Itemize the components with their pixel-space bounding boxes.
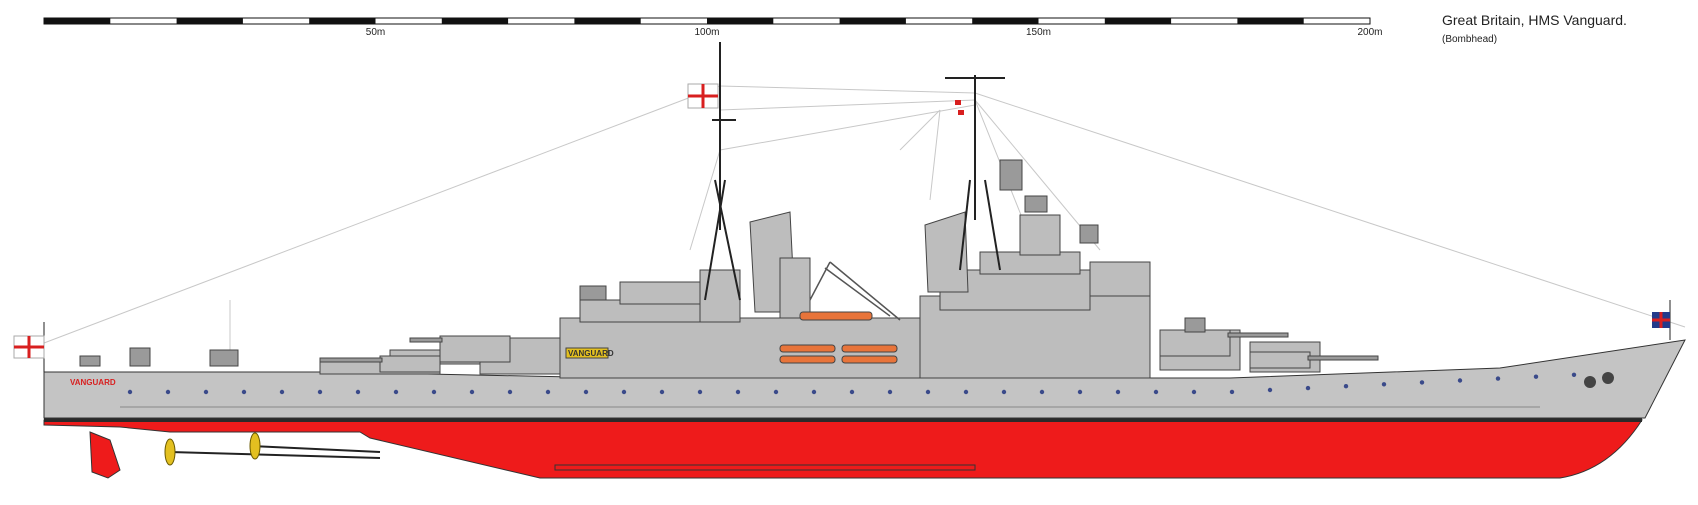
propeller-shafts [169,445,381,459]
scale-tick-label: 200m [1357,27,1382,38]
stern-name: VANGUARD [70,378,116,387]
porthole [203,389,209,395]
scale-segment [176,18,243,24]
rudder [89,431,121,479]
porthole [773,389,779,395]
porthole [469,389,475,395]
scale-bar-segments [44,18,1304,24]
scale-segment [309,18,376,24]
porthole [1039,389,1045,395]
porthole [621,389,627,395]
scale-segment [707,18,774,24]
porthole [849,389,855,395]
scale-tick-label: 100m [694,27,719,38]
boat-crane [809,261,901,321]
boot-topping [44,416,1642,422]
porthole [583,389,589,395]
porthole [659,389,665,395]
jack-flag-icon [1652,300,1671,340]
scale-tick-label: 150m [1026,27,1051,38]
porthole [1305,385,1311,391]
porthole [1457,378,1463,383]
porthole [1571,372,1577,377]
scale-bar-labels: 50m 100m 150m 200m [366,27,1383,38]
drawing-title: Great Britain, HMS Vanguard. [1442,12,1627,28]
scale-segment [574,18,641,24]
porthole [925,389,931,395]
porthole [1267,387,1273,393]
stern-ensign-icon [13,322,45,372]
bilge-keel [554,464,976,471]
porthole [127,389,133,395]
porthole [545,389,551,395]
scale-segment [441,18,509,24]
mast-ensign-icon [687,83,719,109]
porthole [1381,382,1387,387]
scale-tick-label: 50m [366,27,385,38]
turret-b [1159,329,1289,357]
porthole [1495,376,1501,381]
scale-segment [839,18,906,24]
turret-y [319,355,441,373]
porthole [1001,389,1007,395]
porthole [735,389,741,395]
porthole [963,389,969,395]
anchor-icon [1584,372,1614,388]
propeller-icon [164,432,261,466]
masts [704,42,1005,301]
turret-a [1249,351,1379,369]
nameboard-label: VANGUARD [568,349,614,358]
hull-underwater-red [43,419,1643,479]
porthole [317,389,323,395]
main-turrets [319,329,1379,373]
scale-bar: 50m 100m 150m 200m [43,17,1383,38]
porthole [1533,374,1539,379]
portholes [127,372,1577,395]
porthole [241,389,247,395]
porthole [1077,389,1083,395]
scale-segment [1104,18,1172,24]
porthole [279,389,285,395]
aa-mounts [79,159,1206,367]
drawing-author: (Bombhead) [1442,34,1498,45]
porthole [1191,389,1197,395]
porthole [697,389,703,395]
porthole [887,389,893,395]
turret-x [409,335,511,363]
nameboard [565,347,609,359]
porthole [811,389,817,395]
porthole [355,389,361,395]
porthole [165,389,171,395]
rigging [43,85,1686,355]
porthole [1419,380,1425,385]
scale-segment [1237,18,1304,24]
ships-boats [779,311,898,364]
scale-segment [44,18,111,24]
porthole [393,389,399,395]
scale-segment [972,18,1039,24]
porthole [1115,389,1121,395]
porthole [431,389,437,395]
porthole [1153,389,1159,395]
porthole [1229,389,1235,395]
porthole [1343,384,1349,389]
signal-flags-icon [955,100,964,115]
porthole [507,389,513,395]
